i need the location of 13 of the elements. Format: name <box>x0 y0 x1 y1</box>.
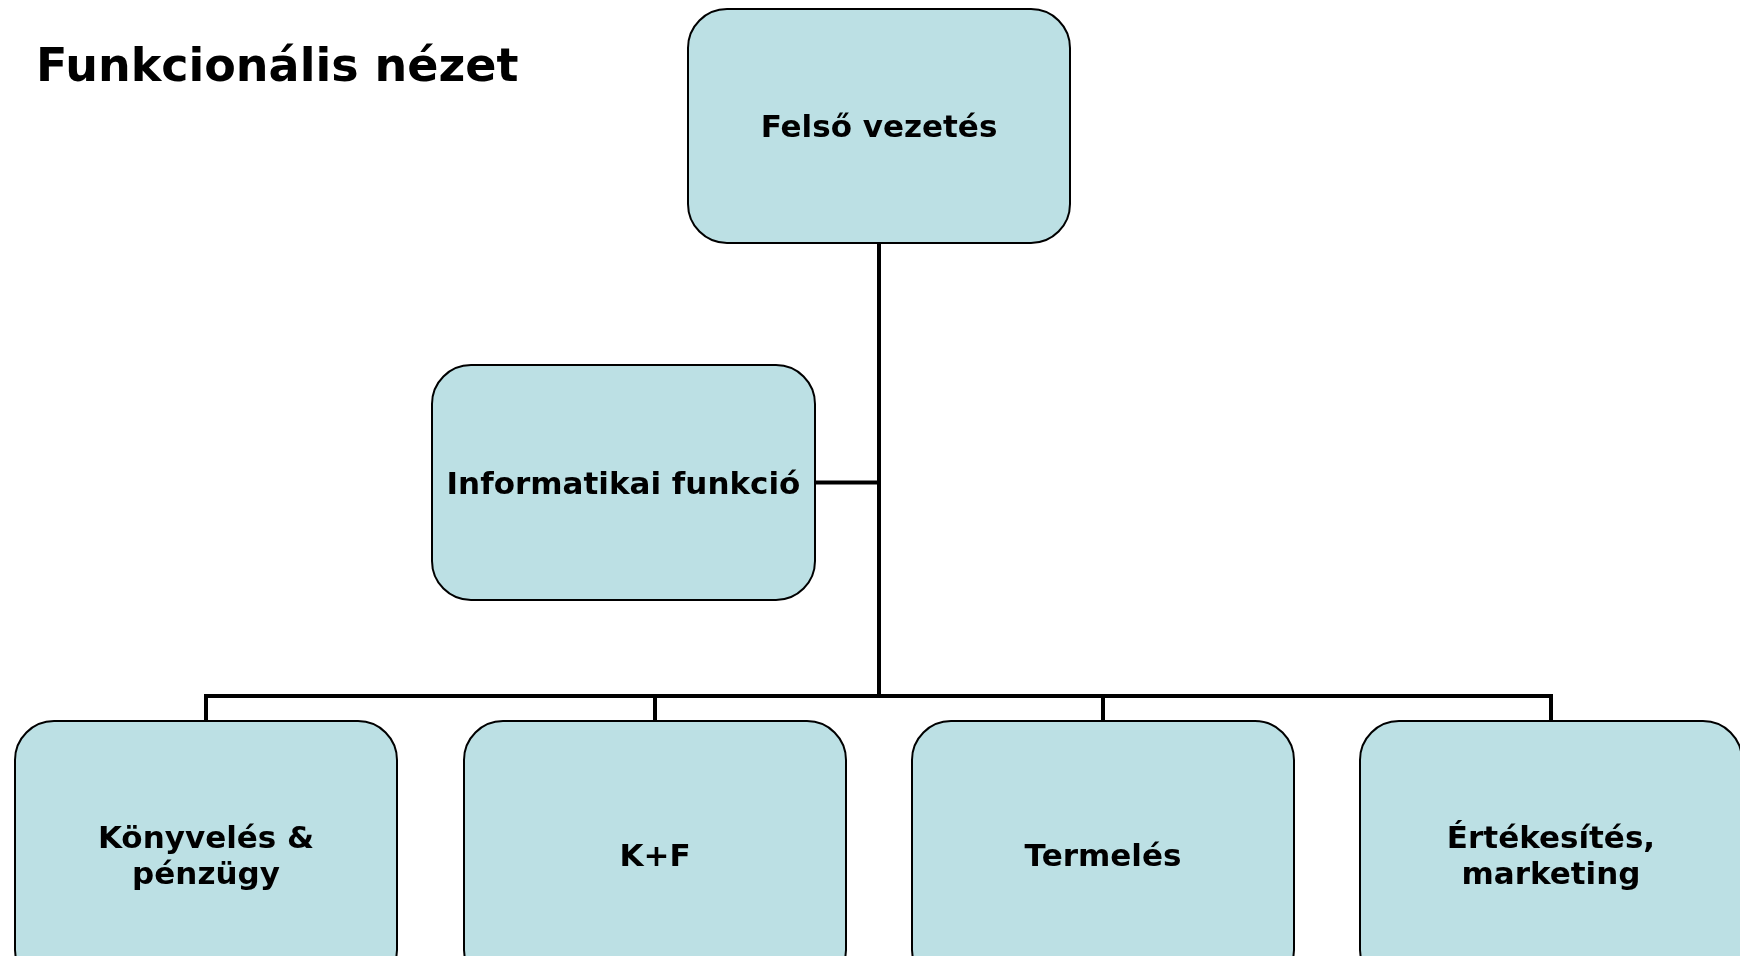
box-label: Termelés <box>1023 837 1183 873</box>
org-box <box>1359 720 1740 956</box>
org-box <box>687 8 1071 244</box>
org-box <box>911 720 1295 956</box>
box-label: Könyvelés & pénzügy <box>96 819 316 891</box>
box-label: Felső vezetés <box>759 108 999 144</box>
box-label: Értékesítés, marketing <box>1445 819 1657 891</box>
diagram-title: Funkcionális nézet <box>36 38 519 92</box>
org-box <box>14 720 398 956</box>
org-box <box>463 720 847 956</box>
box-label: Informatikai funkció <box>445 464 802 501</box>
box-label: K+F <box>618 837 692 873</box>
org-box <box>431 364 816 601</box>
